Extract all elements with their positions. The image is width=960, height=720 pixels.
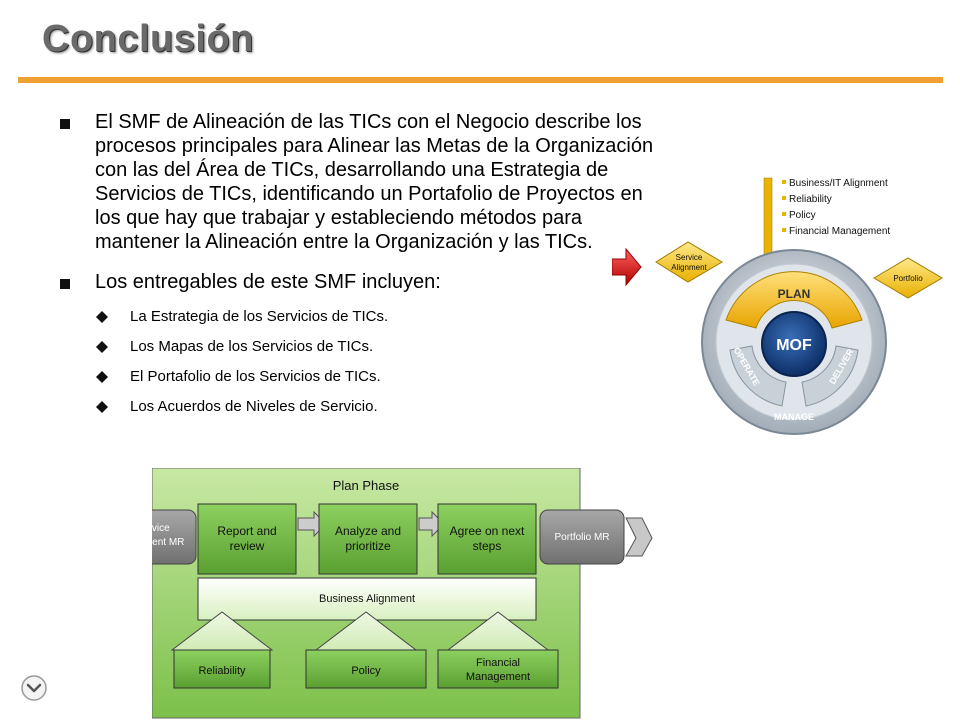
sub-bullet-item: La Estrategia de los Servicios de TICs. bbox=[60, 308, 660, 326]
sub-bullet-item: Los Mapas de los Servicios de TICs. bbox=[60, 338, 660, 356]
red-arrow-icon bbox=[612, 247, 642, 287]
bullet-item: El SMF de Alineación de las TICs con el … bbox=[60, 110, 660, 254]
plan-phase-title: Plan Phase bbox=[333, 478, 400, 493]
bullet-text: Los entregables de este SMF incluyen: bbox=[95, 271, 441, 293]
square-bullet-icon bbox=[60, 119, 70, 129]
chevron-down-icon[interactable] bbox=[20, 674, 48, 702]
deliver-segment bbox=[801, 345, 859, 407]
sub-bullet-item: El Portafolio de los Servicios de TICs. bbox=[60, 368, 660, 386]
mof-core bbox=[761, 311, 827, 377]
bullet-text: El SMF de Alineación de las TICs con el … bbox=[95, 111, 654, 253]
step-box bbox=[318, 503, 418, 575]
page-title: Conclusión bbox=[42, 18, 254, 60]
diamond-bullet-icon bbox=[96, 311, 108, 323]
mof-core-label: MOF bbox=[776, 337, 812, 354]
sub-bullet-item: Los Acuerdos de Niveles de Servicio. bbox=[60, 398, 660, 416]
title-underline bbox=[18, 77, 943, 83]
mof-diagram: Business/IT Alignment Reliability Policy… bbox=[655, 177, 943, 435]
svg-text:Business/IT Alignment: Business/IT Alignment bbox=[789, 178, 888, 189]
support-label: Reliability bbox=[198, 665, 246, 677]
portfolio-tag bbox=[873, 257, 943, 299]
support-label: Policy bbox=[351, 665, 381, 677]
manage-label: MANAGE bbox=[774, 412, 814, 422]
output-box bbox=[539, 509, 625, 565]
step-box bbox=[437, 503, 537, 575]
bullet-list: El SMF de Alineación de las TICs con el … bbox=[60, 110, 660, 428]
sub-bullet-text: Los Acuerdos de Niveles de Servicio. bbox=[130, 398, 378, 415]
svg-text:Financial Management: Financial Management bbox=[789, 226, 890, 237]
support-arrow: Reliability bbox=[170, 611, 274, 689]
svg-text:Reliability: Reliability bbox=[789, 194, 832, 205]
sub-bullet-text: El Portafolio de los Servicios de TICs. bbox=[130, 368, 381, 385]
portfolio-label: Portfolio bbox=[893, 274, 923, 283]
diamond-bullet-icon bbox=[96, 341, 108, 353]
svg-text:Policy: Policy bbox=[789, 210, 816, 221]
support-arrow: Policy bbox=[305, 611, 427, 689]
mof-list: Business/IT Alignment Reliability Policy… bbox=[782, 178, 890, 237]
square-bullet-icon bbox=[60, 279, 70, 289]
diamond-bullet-icon bbox=[96, 371, 108, 383]
output-chevron-icon bbox=[625, 517, 653, 557]
output-label: Portfolio MR bbox=[554, 532, 609, 543]
plan-segment bbox=[725, 271, 863, 329]
operate-segment bbox=[729, 345, 787, 407]
sub-bullet-text: La Estrategia de los Servicios de TICs. bbox=[130, 308, 389, 325]
plan-label: PLAN bbox=[778, 287, 811, 301]
bullet-item: Los entregables de este SMF incluyen: bbox=[60, 270, 660, 294]
input-box bbox=[152, 509, 197, 565]
sub-bullet-text: Los Mapas de los Servicios de TICs. bbox=[130, 338, 374, 355]
service-alignment-tag bbox=[655, 241, 723, 283]
diamond-bullet-icon bbox=[96, 401, 108, 413]
business-alignment-label: Business Alignment bbox=[319, 593, 415, 605]
step-box bbox=[197, 503, 297, 575]
